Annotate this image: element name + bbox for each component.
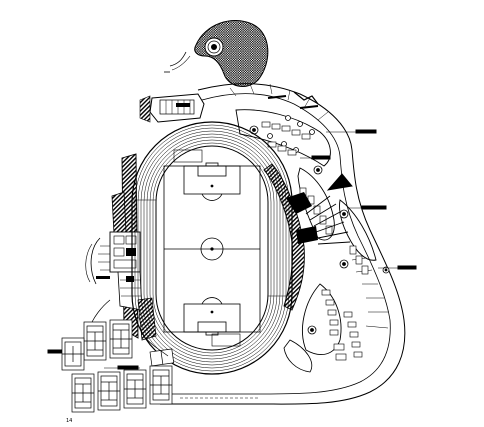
tennis-court: [83, 321, 107, 361]
running-track: [131, 121, 293, 375]
tennis-court: [149, 365, 173, 405]
tennis-court: [109, 319, 133, 359]
east-grandstand: [263, 163, 318, 311]
north-east-entrance-marks: [267, 91, 319, 109]
tennis-court: [71, 373, 95, 413]
landscape-trees: [249, 115, 390, 335]
parking-area: [261, 121, 369, 361]
west-path: [91, 299, 169, 357]
east-plaza-ramps: [305, 173, 353, 245]
north-entrance-building: [139, 93, 205, 123]
corner-note: 14: [66, 418, 73, 424]
annotation-leaders: [47, 129, 417, 370]
tennis-court: [97, 371, 121, 411]
access-road: [160, 83, 406, 405]
hatched-pond: [164, 20, 269, 88]
tennis-court: [123, 369, 147, 409]
tennis-courts: [71, 319, 175, 413]
football-pitch: [163, 162, 261, 336]
outdoor-court: [61, 337, 85, 371]
main-grandstand: [85, 153, 157, 341]
